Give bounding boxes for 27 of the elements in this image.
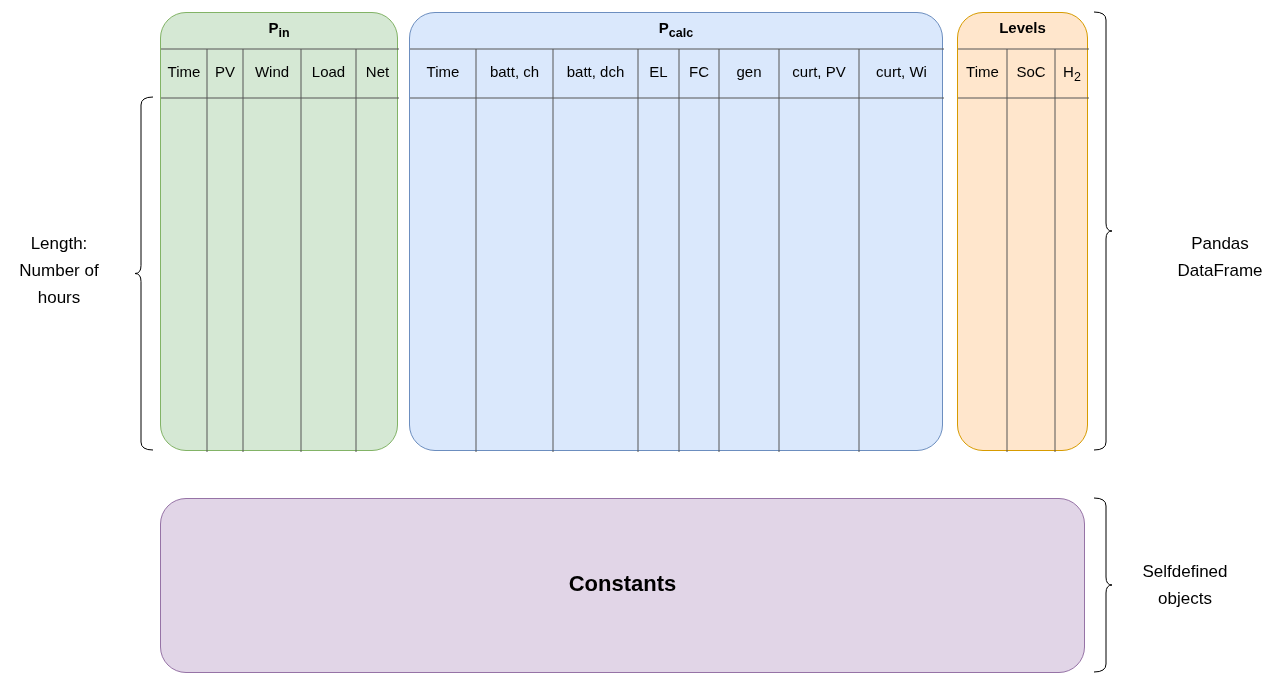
side-note: Length: Number of hours — [18, 233, 100, 309]
table-panel — [160, 12, 398, 451]
column-header: gen — [735, 63, 763, 80]
column-header: curt, PV — [791, 63, 847, 80]
table-panel — [409, 12, 943, 451]
table-title: P$_{calc}$ — [657, 19, 695, 40]
column-header: Time — [425, 63, 461, 80]
rounded-box — [160, 498, 1085, 673]
column-header: batt, dch — [565, 63, 626, 80]
column-header: FC — [688, 63, 710, 80]
side-note: Selfdefined objects — [1141, 561, 1229, 610]
column-header: Wind — [253, 63, 291, 80]
table-panel — [957, 12, 1088, 451]
column-header: H$_{2}$ — [1062, 63, 1082, 84]
column-header: EL — [648, 63, 669, 80]
column-header: Time — [166, 63, 202, 80]
column-header: PV — [214, 63, 236, 80]
column-header: Time — [965, 63, 1000, 80]
column-header: batt, ch — [488, 63, 541, 80]
column-header: Net — [364, 63, 391, 80]
column-header: Load — [310, 63, 347, 80]
side-note: Pandas DataFrame — [1176, 233, 1264, 282]
table-title: P$_{in}$ — [267, 19, 291, 40]
column-header: SoC — [1015, 63, 1047, 80]
table-title: Levels — [998, 19, 1047, 36]
column-header: curt, Wi — [875, 63, 928, 80]
box-label: Constants — [567, 571, 678, 597]
